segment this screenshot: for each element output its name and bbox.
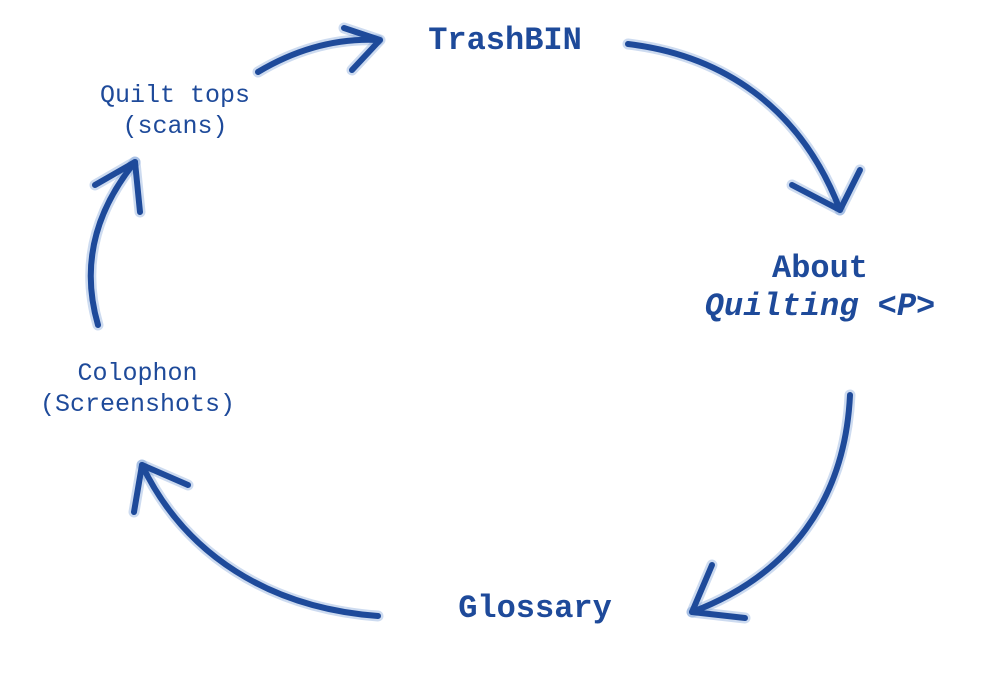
about-line2: Quilting <P> <box>704 288 936 326</box>
arrow-colophon-to-quilt <box>85 156 146 331</box>
node-glossary: Glossary <box>400 590 670 628</box>
arrow-glossary-to-colophon <box>128 459 384 622</box>
node-trashbin: TrashBIN <box>380 22 630 60</box>
arrow-quilt-to-trashbin <box>252 22 386 78</box>
quilt-tops-line1: Quilt tops <box>99 81 251 110</box>
node-about-quilting: About Quilting <P> <box>660 250 980 327</box>
colophon-line1: Colophon <box>77 359 198 388</box>
about-line1: About <box>771 250 868 287</box>
node-colophon: Colophon (Screenshots) <box>0 358 275 421</box>
colophon-line2: (Screenshots) <box>39 390 236 420</box>
node-quilt-tops: Quilt tops (scans) <box>60 80 290 143</box>
arrow-about-to-glossary <box>686 389 856 624</box>
glossary-label: Glossary <box>458 590 612 627</box>
arrow-trashbin-to-about <box>622 38 866 216</box>
trashbin-label: TrashBIN <box>428 22 582 59</box>
quilt-tops-line2: (scans) <box>122 112 228 142</box>
